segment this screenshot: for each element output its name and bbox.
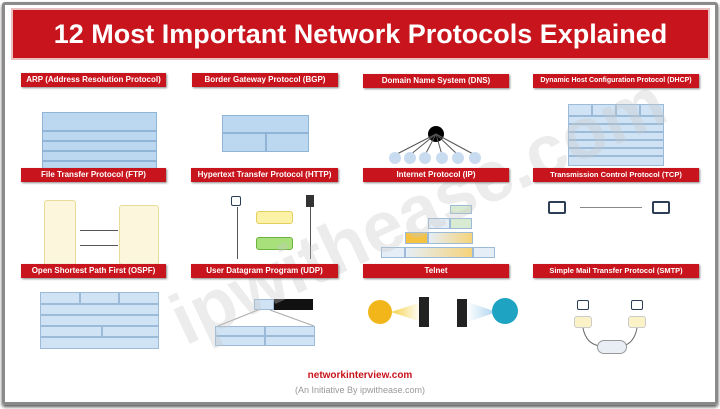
footer-site: networkinterview.com (307, 370, 413, 381)
computer-icon (577, 300, 589, 310)
host-a-monitor-icon (548, 201, 566, 214)
user-icon (368, 300, 392, 324)
database-icon (492, 298, 518, 324)
panel-title-http: Hypertext Transfer Protocol (HTTP) (191, 168, 338, 182)
panel-title-bgp: Border Gateway Protocol (BGP) (192, 73, 338, 87)
panel-title-ip: Internet Protocol (IP) (363, 168, 509, 182)
panel-title-dhcp: Dynamic Host Configuration Protocol (DHC… (533, 74, 699, 88)
panel-title-ftp: File Transfer Protocol (FTP) (21, 168, 166, 182)
page-title: 12 Most Important Network Protocols Expl… (11, 8, 710, 60)
panel-title-telnet: Telnet (363, 264, 509, 278)
footer-initiative: (An Initiative By ipwithease.com) (294, 385, 426, 395)
server-icon (457, 299, 467, 327)
panel-title-dns: Domain Name System (DNS) (363, 74, 509, 88)
panel-title-smtp: Simple Mail Transfer Protocol (SMTP) (533, 264, 699, 278)
panel-title-arp: ARP (Address Resolution Protocol) (21, 73, 166, 87)
panel-title-tcp: Transmission Control Protocol (TCP) (533, 168, 699, 182)
server-icon (419, 297, 429, 327)
image-frame (2, 2, 718, 405)
host-b-monitor-icon (652, 201, 670, 214)
cloud-icon (597, 340, 627, 354)
computer-icon (631, 300, 643, 310)
panel-title-ospf: Open Shortest Path First (OSPF) (21, 264, 166, 278)
panel-title-udp: User Datagram Program (UDP) (191, 264, 338, 278)
